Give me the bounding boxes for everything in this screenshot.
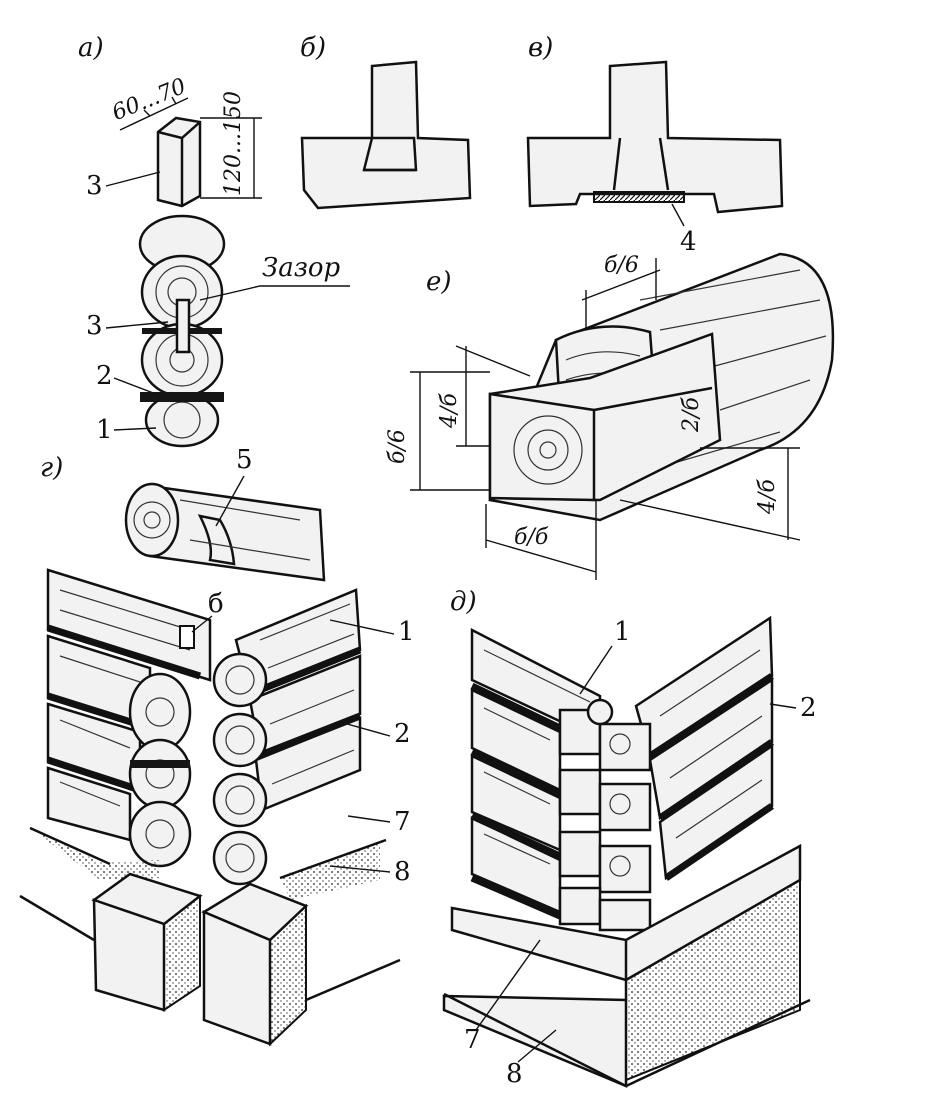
panel-label-a: а) [78,33,104,63]
beam-b-horizontal [300,60,472,210]
panel-label-d: д) [450,587,477,617]
callout-5: 5 [236,445,253,475]
panel-label-b: б) [300,33,326,63]
dim-e-left: б/6 [385,429,410,464]
panel-e: е) б/6 б/6 4/б 2/б б/б 4/б [385,252,835,580]
callout-8-d: 8 [506,1059,523,1089]
callout-1-a: 1 [96,415,113,445]
beam-v-horizontal [526,60,784,214]
panel-label-v: в) [528,33,553,63]
dim-e-inner-right: 2/б [679,397,704,433]
callout-1-d: 1 [614,617,631,647]
foundation-g [19,826,401,1047]
callout-6: б [208,589,224,619]
panel-v: в) 4 [526,33,784,257]
dim-e-inner-left: 4/б [437,393,462,429]
panel-label-e: е) [426,267,452,297]
panel-label-g: г) [40,453,63,483]
panel-g: г) 5 [19,445,415,1047]
annotation-gap: Зазор [262,253,341,283]
callout-3-top: 3 [86,171,103,201]
callout-7-g: 7 [394,807,411,837]
dim-dowel-height: 120...150 [221,91,246,196]
dim-e-bottom: б/б [514,525,549,550]
callout-2-d: 2 [800,693,817,723]
corner-blocks-d [558,698,652,932]
panel-a: а) 60...70 120...150 3 Зазор 3 2 [78,33,350,448]
wall-left-g [46,568,212,842]
dim-e-right: 4/б [755,479,780,515]
dowel-block [156,116,202,208]
dim-e-top: б/6 [604,253,639,278]
corner-log-ends-g [128,625,268,886]
callout-1-g: 1 [398,617,415,647]
panel-b: б) [300,33,472,210]
callout-8-g: 8 [394,857,411,887]
callout-2-g: 2 [394,719,411,749]
callout-2-a: 2 [96,361,113,391]
log-stack-section [138,214,226,448]
callout-4: 4 [680,227,697,257]
foundation-d [442,843,811,1088]
panel-d: д) 1 [442,587,817,1089]
callout-3: 3 [86,311,103,341]
wall-right-d [634,615,774,881]
callout-7-d: 7 [464,1025,481,1055]
insert-4 [593,191,685,203]
